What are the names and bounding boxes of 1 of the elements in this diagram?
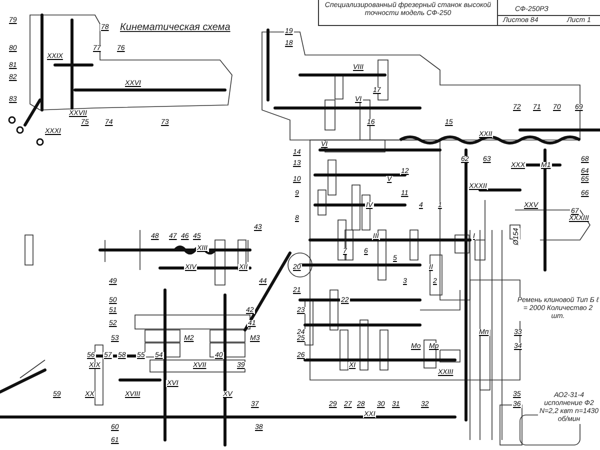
heading: Кинематическая схема [120, 21, 230, 35]
